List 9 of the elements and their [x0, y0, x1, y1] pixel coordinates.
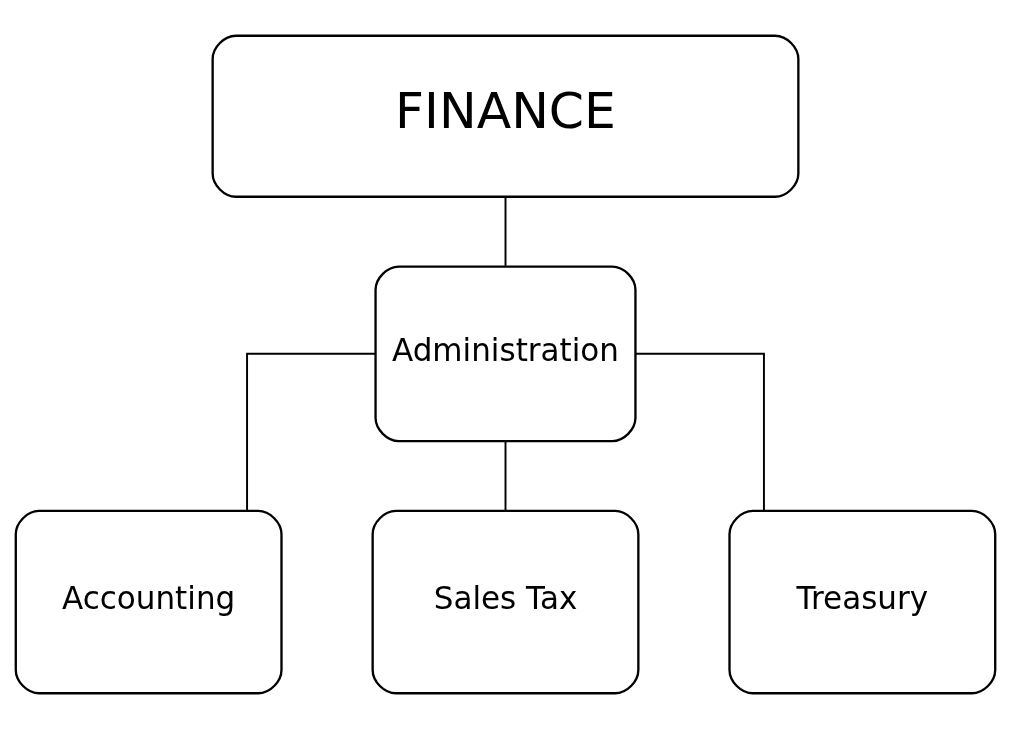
- connector: [634, 352, 765, 512]
- node-box: Sales Tax: [371, 509, 640, 695]
- node-box: Treasury: [728, 509, 997, 695]
- connector: [246, 352, 377, 512]
- connector: [504, 440, 507, 512]
- node-box: FINANCE: [211, 34, 800, 198]
- connector: [504, 196, 507, 267]
- node-box: Accounting: [14, 509, 283, 695]
- node-box: Administration: [374, 265, 637, 443]
